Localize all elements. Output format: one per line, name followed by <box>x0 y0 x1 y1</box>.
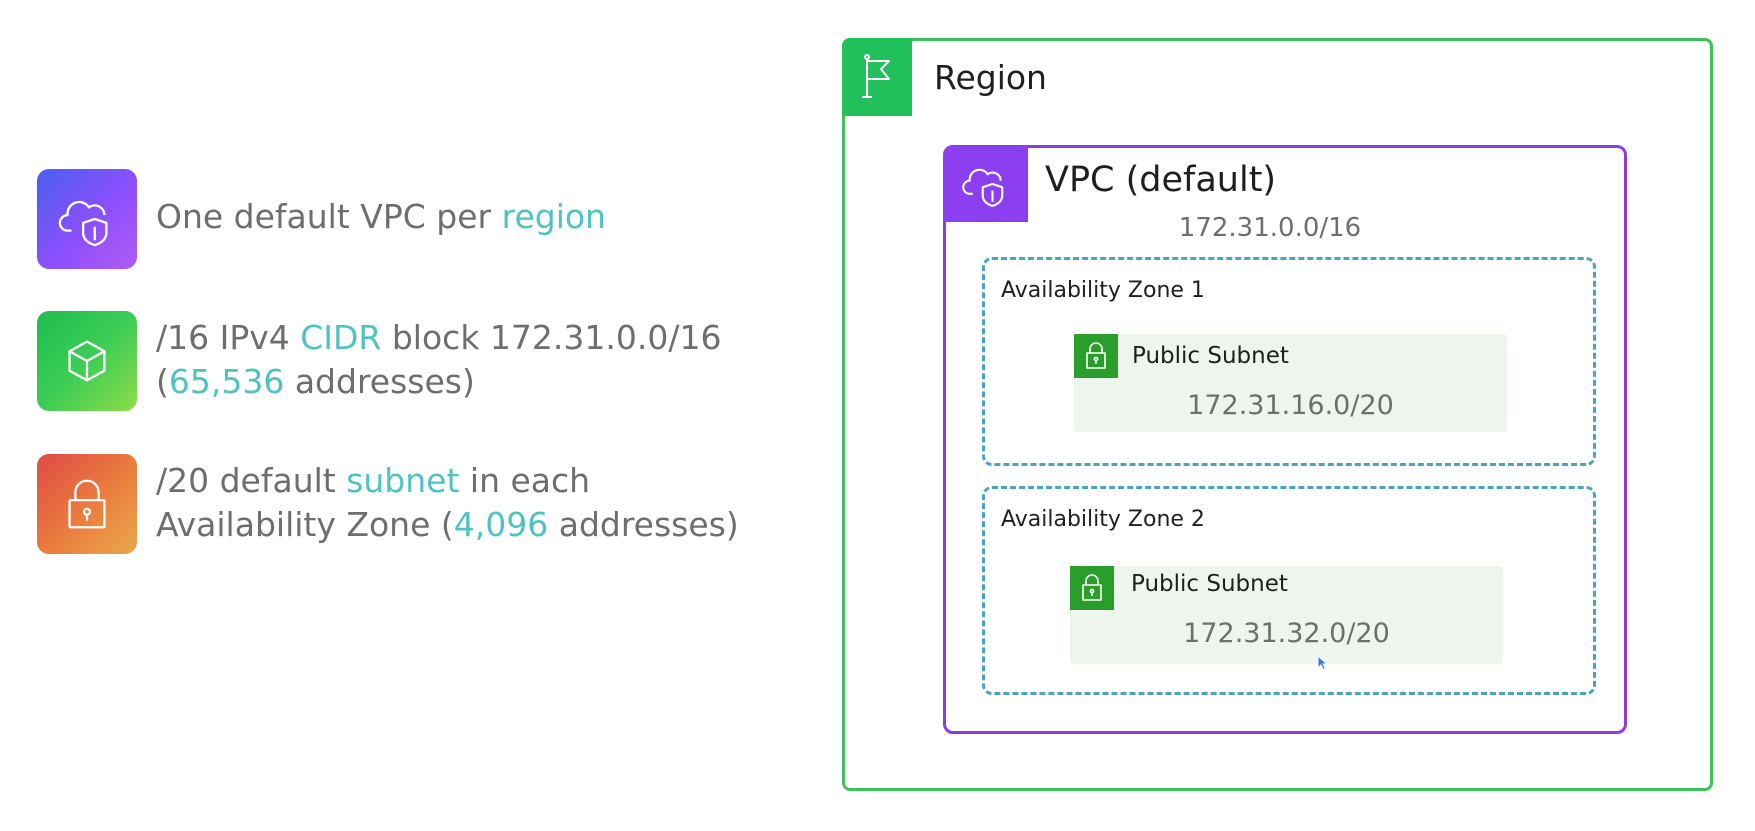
bullet-2-text: /16 IPv4 CIDR block 172.31.0.0/16 (65,53… <box>156 318 722 401</box>
subnet-1-title: Public Subnet <box>1132 343 1289 369</box>
bullet-1-text: One default VPC per region <box>156 197 606 236</box>
vpc-container <box>943 145 1627 734</box>
vpc-cidr: 172.31.0.0/16 <box>1178 213 1362 243</box>
lock-icon <box>37 454 137 554</box>
cube-icon <box>37 311 137 411</box>
cloud-shield-icon <box>37 169 137 269</box>
subnet-2-title: Public Subnet <box>1131 571 1288 597</box>
availability-zone-2 <box>982 486 1596 695</box>
subnet-2-cidr: 172.31.32.0/20 <box>1183 618 1390 649</box>
vpc-label: VPC (default) <box>1045 160 1277 200</box>
availability-zone-1 <box>982 257 1596 466</box>
subnet-lock-icon <box>1074 334 1118 378</box>
az-2-label: Availability Zone 2 <box>1001 507 1205 532</box>
bullet-3-text: /20 default subnet in each Availability … <box>156 461 739 544</box>
flag-icon <box>842 38 912 116</box>
public-subnet-2 <box>1070 566 1503 664</box>
mouse-cursor-icon <box>1317 654 1329 675</box>
region-container <box>842 38 1713 791</box>
vpc-cloud-shield-icon <box>943 145 1028 222</box>
public-subnet-1 <box>1074 334 1507 432</box>
az-1-label: Availability Zone 1 <box>1001 278 1205 303</box>
subnet-1-cidr: 172.31.16.0/20 <box>1187 390 1394 421</box>
subnet-lock-icon <box>1070 566 1114 610</box>
region-label: Region <box>934 58 1047 97</box>
